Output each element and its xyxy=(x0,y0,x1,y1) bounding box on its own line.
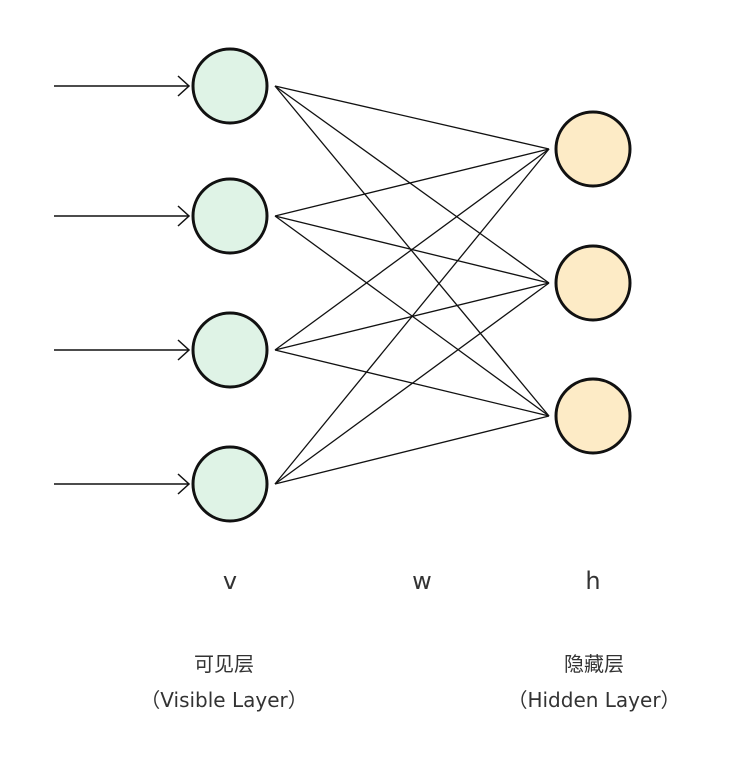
hidden-node-1 xyxy=(554,110,632,188)
input-arrow-head xyxy=(177,473,191,495)
hidden-node-3 xyxy=(554,377,632,455)
visible-node-3 xyxy=(191,311,269,389)
weight-edge-v4-h2 xyxy=(274,282,550,485)
weight-edge-v2-h1 xyxy=(274,148,550,217)
weight-edge-v1-h1 xyxy=(274,85,550,150)
visible-layer-name-en: （Visible Layer） xyxy=(140,688,307,712)
weight-connections xyxy=(274,85,550,485)
weight-edge-v1-h2 xyxy=(274,85,550,284)
input-arrow-1 xyxy=(54,75,191,97)
weight-edge-v1-h3 xyxy=(274,85,550,417)
input-arrow-head xyxy=(177,205,191,227)
hidden-symbol: h xyxy=(585,567,600,595)
hidden-layer-nodes xyxy=(554,110,632,455)
visible-node-4 xyxy=(191,445,269,523)
weight-symbol: w xyxy=(412,567,432,595)
hidden-node-2 xyxy=(554,244,632,322)
visible-layer-nodes xyxy=(191,47,269,523)
hidden-layer-name-zh: 隐藏层 xyxy=(564,652,624,676)
weight-edge-v4-h1 xyxy=(274,148,550,485)
input-arrow-4 xyxy=(54,473,191,495)
visible-node-1 xyxy=(191,47,269,125)
hidden-layer-name-en: （Hidden Layer） xyxy=(507,688,680,712)
weight-edge-v3-h1 xyxy=(274,148,550,351)
visible-symbol: v xyxy=(223,567,237,595)
input-arrow-head xyxy=(177,339,191,361)
input-arrow-head xyxy=(177,75,191,97)
input-arrow-2 xyxy=(54,205,191,227)
input-arrow-3 xyxy=(54,339,191,361)
visible-node-2 xyxy=(191,177,269,255)
weight-edge-v4-h3 xyxy=(274,415,550,485)
visible-layer-name-zh: 可见层 xyxy=(194,652,254,676)
input-arrows xyxy=(54,75,191,495)
